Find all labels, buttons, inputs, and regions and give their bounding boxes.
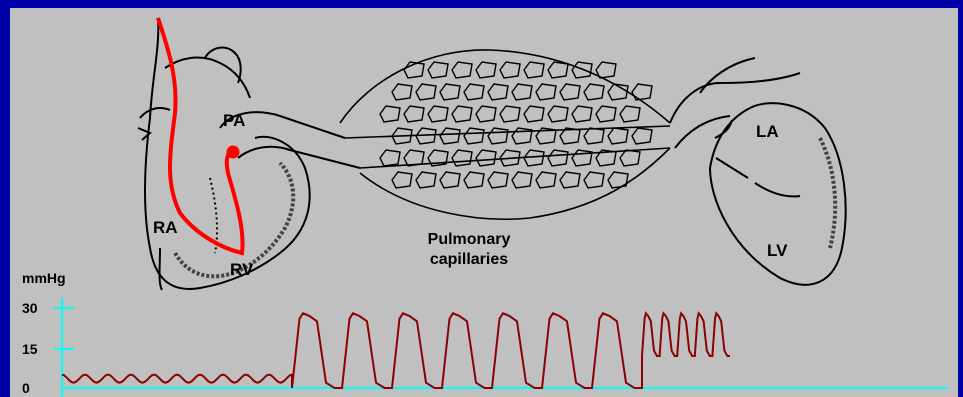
capillary-cell	[380, 106, 400, 122]
capillary-cell	[536, 172, 556, 188]
capillary-cell	[572, 106, 592, 122]
capillary-cell	[560, 172, 580, 188]
tick-label-15: 15	[22, 341, 38, 357]
capillary-cell	[452, 106, 472, 122]
tick-label-30: 30	[22, 300, 38, 316]
capillary-cells	[380, 62, 652, 188]
capillary-cell	[488, 128, 508, 144]
capillary-network	[340, 50, 670, 219]
capillary-cell	[464, 84, 484, 100]
capillary-cell	[464, 172, 484, 188]
y-axis-unit: mmHg	[22, 270, 66, 286]
capillary-cell	[548, 150, 568, 166]
label-rv: RV	[230, 260, 253, 280]
capillary-cell	[548, 62, 568, 78]
capillary-cell	[476, 62, 496, 78]
diagram-panel: PA RA RV LA LV Pulmonary capillaries mmH…	[10, 8, 958, 397]
left-heart	[670, 58, 846, 285]
capillary-cell	[584, 84, 604, 100]
capillary-cell	[632, 84, 652, 100]
capillary-cell	[416, 172, 436, 188]
capillary-cell	[404, 106, 424, 122]
capillary-cell	[392, 84, 412, 100]
capillary-cell	[416, 84, 436, 100]
capillary-cell	[608, 128, 628, 144]
pressure-trace	[62, 313, 730, 388]
label-ra: RA	[153, 218, 178, 238]
capillary-cell	[428, 106, 448, 122]
capillary-cell	[500, 106, 520, 122]
capillary-cell	[620, 106, 640, 122]
capillary-cell	[428, 62, 448, 78]
capillary-cell	[632, 128, 652, 144]
pressure-graph	[54, 298, 948, 397]
capillary-cell	[512, 84, 532, 100]
label-pa: PA	[223, 111, 245, 131]
catheter-tip	[227, 146, 240, 159]
capillary-cell	[572, 150, 592, 166]
circulation-diagram	[10, 8, 958, 397]
capillary-cell	[440, 128, 460, 144]
capillary-cell	[404, 150, 424, 166]
label-lv: LV	[767, 241, 787, 261]
capillary-cell	[596, 62, 616, 78]
capillary-cell	[452, 62, 472, 78]
capillary-cell	[560, 84, 580, 100]
capillary-cell	[620, 150, 640, 166]
capillary-cell	[524, 106, 544, 122]
capillary-cell	[512, 172, 532, 188]
capillary-cell	[488, 172, 508, 188]
capillary-cell	[488, 84, 508, 100]
capillary-cell	[524, 62, 544, 78]
capillary-cell	[500, 62, 520, 78]
capillary-cell	[452, 150, 472, 166]
capillary-cell	[464, 128, 484, 144]
capillary-cell	[476, 150, 496, 166]
capillaries-label-line1: Pulmonary	[394, 230, 544, 250]
capillary-cell	[572, 62, 592, 78]
capillary-cell	[440, 84, 460, 100]
capillary-cell	[536, 84, 556, 100]
capillaries-label: Pulmonary capillaries	[394, 230, 544, 270]
capillary-cell	[512, 128, 532, 144]
capillary-cell	[584, 172, 604, 188]
capillary-cell	[596, 106, 616, 122]
capillary-cell	[380, 150, 400, 166]
capillary-cell	[548, 106, 568, 122]
capillary-cell	[392, 172, 412, 188]
capillaries-label-line2: capillaries	[394, 250, 544, 270]
pressure-waveform	[62, 313, 730, 388]
capillary-cell	[476, 106, 496, 122]
capillary-cell	[440, 172, 460, 188]
capillary-cell	[584, 128, 604, 144]
label-la: LA	[756, 122, 779, 142]
capillary-cell	[608, 172, 628, 188]
tick-label-0: 0	[22, 380, 30, 396]
